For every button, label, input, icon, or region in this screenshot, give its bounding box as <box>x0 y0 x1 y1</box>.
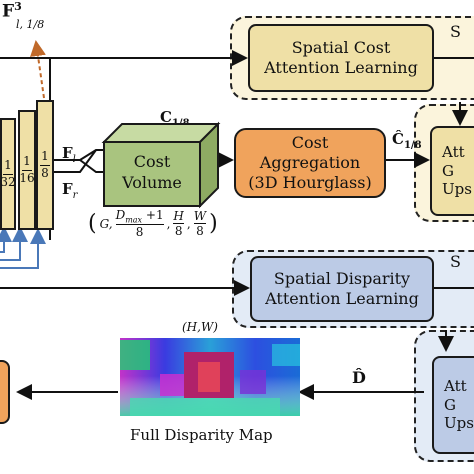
caption: Full Disparity Map <box>130 426 273 444</box>
right-feature-label: Fr <box>62 180 78 201</box>
feature-label: F3 <box>2 0 22 22</box>
output-box-left <box>0 360 10 424</box>
cost-volume-dims: ( G, Dmax +1 8 , H 8 , W 8 ) <box>88 208 218 240</box>
aggregated-cost-label: Ĉ1/8 <box>392 130 422 151</box>
spatial-disparity-fragment: S <box>450 252 461 271</box>
resolution-label: (H,W) <box>182 320 218 334</box>
disparity-label: D̂ <box>352 368 366 387</box>
left-feature-label: Fl <box>62 144 76 165</box>
feature-label-sub: l, 1/8 <box>16 18 45 31</box>
top-right-fragment: S <box>450 22 461 41</box>
